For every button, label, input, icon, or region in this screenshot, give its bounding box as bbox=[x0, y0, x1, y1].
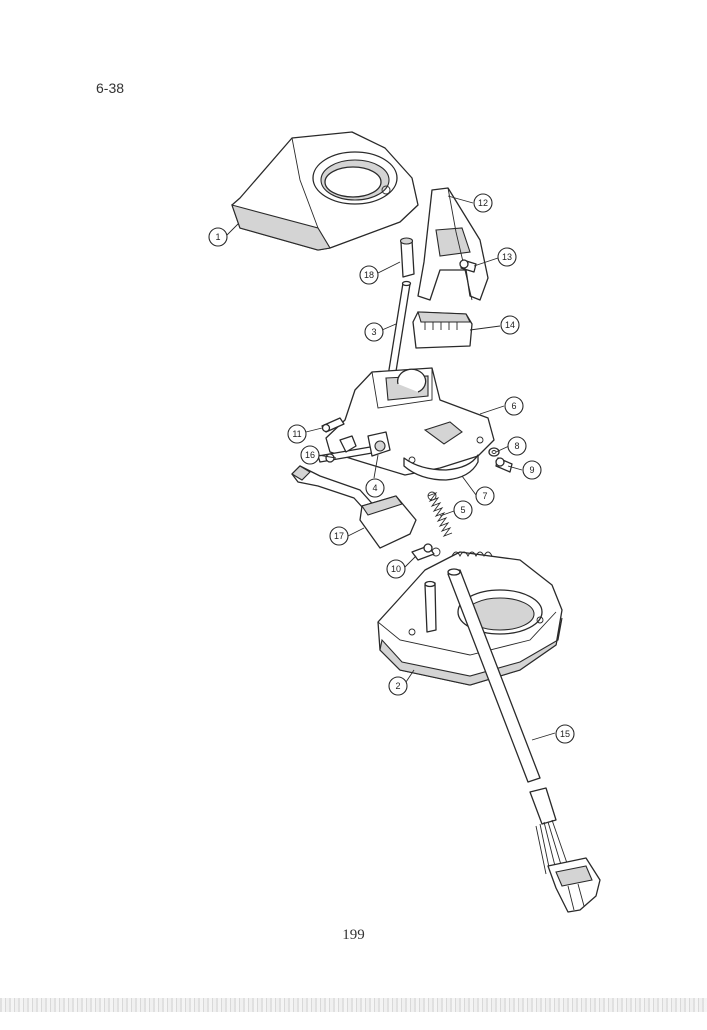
callout-11: 11 bbox=[287, 424, 307, 444]
callout-3: 3 bbox=[364, 322, 384, 342]
svg-text:12: 12 bbox=[478, 198, 488, 208]
callout-14: 14 bbox=[500, 315, 520, 335]
leader-lines bbox=[225, 195, 556, 741]
callout-18: 18 bbox=[359, 265, 379, 285]
svg-text:10: 10 bbox=[391, 564, 401, 574]
callout-7: 7 bbox=[475, 486, 495, 506]
svg-text:5: 5 bbox=[460, 505, 465, 515]
callout-2: 2 bbox=[388, 676, 408, 696]
bracket-part bbox=[417, 187, 489, 301]
svg-text:8: 8 bbox=[514, 441, 519, 451]
screw-part bbox=[459, 259, 477, 273]
svg-text:11: 11 bbox=[292, 429, 301, 439]
callout-9: 9 bbox=[522, 460, 542, 480]
harness-tube-part bbox=[447, 568, 601, 913]
callout-10: 10 bbox=[386, 559, 406, 579]
section-number: 6-38 bbox=[96, 80, 125, 96]
callout-6: 6 bbox=[504, 396, 524, 416]
svg-text:18: 18 bbox=[364, 270, 374, 280]
callout-8: 8 bbox=[507, 436, 527, 456]
callout-12: 12 bbox=[473, 193, 493, 213]
clip-part bbox=[411, 543, 435, 561]
svg-text:2: 2 bbox=[395, 681, 400, 691]
svg-text:9: 9 bbox=[529, 465, 534, 475]
callout-5: 5 bbox=[453, 500, 473, 520]
scan-artifact-strip bbox=[0, 998, 707, 1012]
knuckle-part bbox=[339, 431, 391, 457]
upper-cover-part bbox=[231, 131, 419, 251]
callout-16: 16 bbox=[300, 445, 320, 465]
svg-text:6: 6 bbox=[511, 401, 516, 411]
svg-text:7: 7 bbox=[482, 491, 487, 501]
callout-1: 1 bbox=[208, 227, 228, 247]
svg-text:15: 15 bbox=[560, 729, 570, 739]
svg-text:4: 4 bbox=[372, 483, 377, 493]
washer-part bbox=[488, 447, 500, 457]
small-screw-part bbox=[495, 457, 513, 473]
callout-17: 17 bbox=[329, 526, 349, 546]
page-number: 199 bbox=[342, 927, 365, 943]
svg-text:1: 1 bbox=[215, 232, 220, 242]
sleeve-part bbox=[399, 237, 415, 278]
svg-text:16: 16 bbox=[305, 450, 315, 460]
terminal-block-part bbox=[412, 311, 473, 349]
callout-15: 15 bbox=[555, 724, 575, 744]
svg-text:14: 14 bbox=[505, 320, 515, 330]
svg-text:3: 3 bbox=[371, 327, 376, 337]
base-plate-part bbox=[325, 367, 495, 476]
callout-13: 13 bbox=[497, 247, 517, 267]
svg-text:17: 17 bbox=[334, 531, 344, 541]
lever-knob-part bbox=[291, 465, 417, 549]
svg-text:13: 13 bbox=[502, 252, 512, 262]
ring-collar-part bbox=[403, 454, 479, 481]
callout-4: 4 bbox=[365, 478, 385, 498]
pin-part bbox=[321, 417, 345, 433]
